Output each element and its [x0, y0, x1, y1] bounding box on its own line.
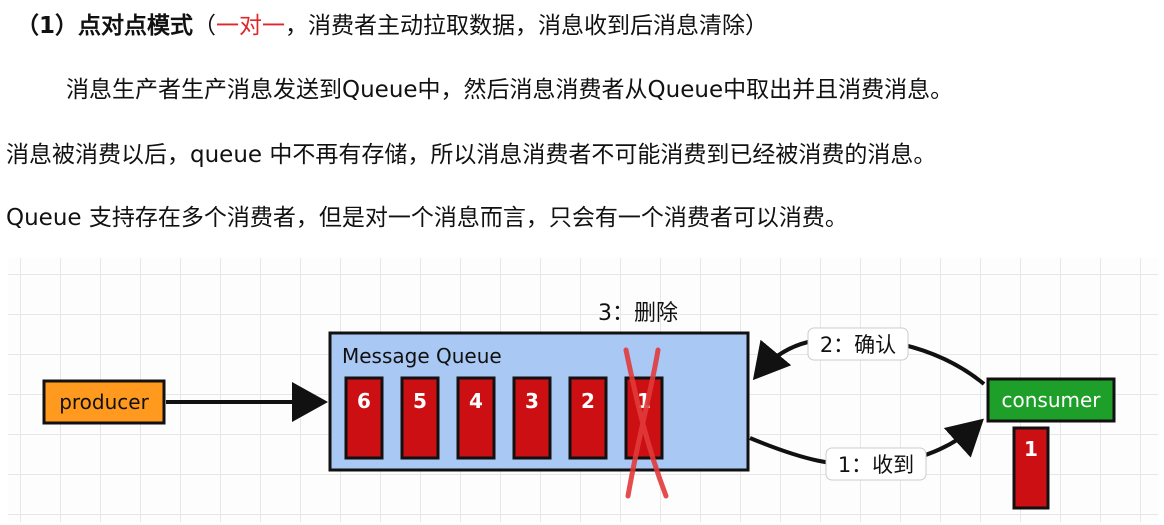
queue-message-label: 6 [357, 389, 371, 413]
section-heading: （1）点对点模式（一对一，消费者主动拉取数据，消息收到后消息清除） [16, 6, 768, 40]
consumed-message-box [1012, 426, 1050, 510]
consumer-label: consumer [1001, 388, 1101, 412]
queue-message-box [344, 376, 384, 460]
step-confirm-bg [807, 327, 909, 361]
producer-node: producer [42, 379, 166, 425]
producer-box [42, 379, 166, 425]
paragraph-2: 消息被消费以后，queue 中不再有存储，所以消息消费者不可能消费到已经被消费的… [6, 142, 937, 168]
consumer-box [986, 377, 1116, 423]
heading-description: ，消费者主动拉取数据，消息收到后消息清除） [285, 13, 769, 39]
step-receive-label: 1：收到 [838, 453, 914, 477]
queue-message-label: 4 [469, 389, 483, 413]
consumer-node: consumer 1 [986, 377, 1116, 510]
step-confirm-label: 2：确认 [820, 333, 896, 357]
queue-message-label: 2 [581, 389, 595, 413]
paragraph-3: Queue 支持存在多个消费者，但是对一个消息而言，只会有一个消费者可以消费。 [6, 205, 848, 231]
queue-message-box [400, 376, 440, 460]
paragraph-1: 消息生产者生产消息发送到Queue中，然后消息消费者从Queue中取出并且消费消… [66, 77, 954, 103]
queue-message-label: 3 [525, 389, 539, 413]
queue-message-label: 5 [413, 389, 427, 413]
queue-message-box [512, 376, 552, 460]
step-confirm-badge: 2：确认 [807, 327, 909, 361]
heading-title: 点对点模式 [78, 13, 194, 39]
step-receive-badge: 1：收到 [825, 447, 927, 481]
heading-open-paren: （ [193, 13, 217, 39]
deleted-cross-icon [623, 347, 669, 499]
consumed-message-label: 1 [1024, 437, 1038, 461]
queue-message-box [568, 376, 608, 460]
producer-label: producer [59, 390, 149, 414]
heading-prefix: （1） [16, 13, 79, 39]
queue-title: Message Queue [342, 344, 502, 368]
queue-message-box [456, 376, 496, 460]
heading-highlight: 一对一 [216, 13, 286, 39]
step-receive-bg [825, 447, 927, 481]
step-delete-label: 3：删除 [598, 301, 678, 326]
